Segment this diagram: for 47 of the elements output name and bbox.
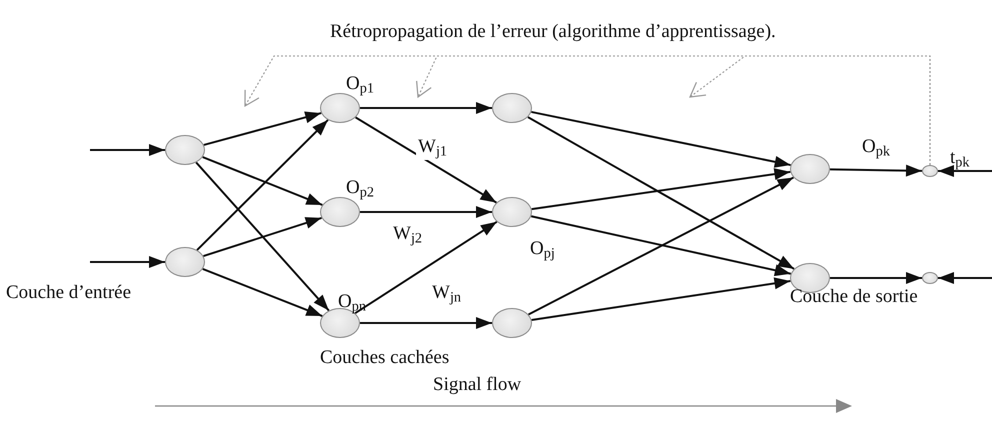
arrow bbox=[938, 272, 992, 284]
arrow bbox=[830, 164, 922, 177]
weight-label: W$_{j2}$ bbox=[391, 224, 424, 248]
arrow bbox=[360, 206, 492, 218]
weight-label: W$_{j1}$ bbox=[416, 137, 450, 160]
comparator-circle bbox=[922, 165, 938, 177]
layer-label: Couche de sortie bbox=[790, 287, 918, 308]
neuron-circle bbox=[492, 93, 532, 123]
layer-label: Couches cachées bbox=[320, 348, 450, 369]
arrow bbox=[354, 220, 498, 314]
arrow bbox=[196, 119, 329, 251]
target-label: t$_{pk}$ bbox=[950, 148, 970, 172]
neuron-circle bbox=[492, 308, 532, 338]
arrow bbox=[938, 165, 992, 177]
comparator-circle bbox=[922, 272, 938, 284]
arrow bbox=[527, 116, 795, 270]
arrow bbox=[360, 102, 492, 114]
neuron-output-label: O$_{pj}$ bbox=[530, 239, 555, 262]
neuron-circle bbox=[165, 247, 205, 277]
weight-label: W$_{jn}$ bbox=[430, 283, 464, 306]
arrow bbox=[203, 216, 322, 258]
arrow bbox=[360, 317, 492, 329]
signal-flow-label: Signal flow bbox=[433, 375, 522, 396]
neuron-circle bbox=[320, 197, 360, 227]
neuron-circle bbox=[320, 93, 360, 123]
neuron-output-label: O$_{pk}$ bbox=[862, 137, 890, 160]
neuron-output-label: O$_{p2}$ bbox=[346, 178, 374, 202]
arrow bbox=[830, 272, 922, 284]
arrow bbox=[204, 112, 322, 146]
arrow bbox=[532, 168, 790, 210]
arrow bbox=[528, 176, 794, 316]
arrow bbox=[531, 277, 791, 322]
arrow bbox=[202, 156, 323, 206]
neuron-circle bbox=[492, 197, 532, 227]
neuron-circle bbox=[165, 135, 205, 165]
layer-label: Couche d’entrée bbox=[6, 283, 132, 304]
neuron-output-label: O$_{p1}$ bbox=[346, 74, 374, 98]
arrow bbox=[90, 256, 165, 268]
arrow bbox=[90, 144, 165, 156]
title: Rétropropagation de l’erreur (algorithme d’apprentissage). bbox=[330, 22, 776, 43]
feedback-arrow bbox=[689, 55, 931, 165]
arrow bbox=[195, 162, 330, 312]
neuron-circle bbox=[790, 154, 830, 184]
arrow bbox=[531, 110, 791, 168]
arrow bbox=[202, 268, 323, 317]
arrow bbox=[355, 116, 497, 204]
arrow bbox=[530, 215, 792, 276]
